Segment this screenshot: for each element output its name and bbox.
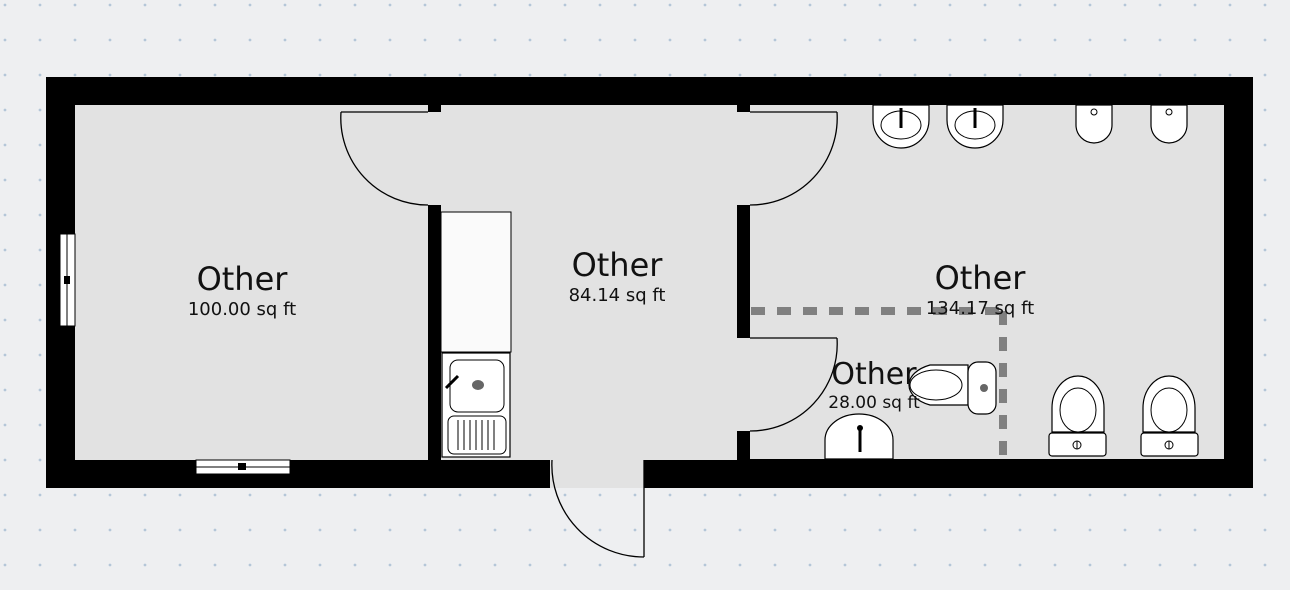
kitchen-sink-icon — [441, 352, 511, 458]
toilet-icon — [1048, 375, 1107, 457]
room-area: 100.00 sq ft — [187, 299, 297, 320]
sink-icon — [824, 413, 894, 460]
room-area: 134.17 sq ft — [925, 298, 1035, 319]
urinal-icon — [1075, 104, 1113, 144]
window-icon — [59, 233, 76, 327]
sink-icon — [946, 104, 1004, 149]
door-opening — [737, 112, 750, 205]
window-icon — [195, 459, 291, 475]
toilet-icon — [1140, 375, 1199, 457]
sub-room-boundary — [751, 307, 1007, 458]
room-name: Other — [196, 260, 288, 298]
urinal-icon — [1150, 104, 1188, 144]
toilet-icon — [908, 361, 997, 415]
room-label-small-bath: Other 28.00 sq ft — [828, 358, 919, 414]
room-area: 28.00 sq ft — [828, 393, 920, 413]
room-label-right: Other 134.17 sq ft — [926, 259, 1034, 321]
room-label-middle: Other 84.14 sq ft — [569, 246, 666, 308]
door-opening — [737, 338, 750, 431]
room-name: Other — [934, 259, 1026, 297]
sink-icon — [872, 104, 930, 149]
entry-door-opening — [550, 458, 644, 488]
room-name: Other — [831, 357, 917, 392]
room-area: 84.14 sq ft — [568, 285, 666, 306]
door-opening — [428, 112, 441, 205]
door-swing-icon — [340, 111, 838, 558]
room-label-left: Other 100.00 sq ft — [188, 260, 296, 322]
room-name: Other — [571, 246, 663, 284]
room-floor-left — [75, 105, 428, 460]
kitchen-counter — [440, 211, 512, 353]
